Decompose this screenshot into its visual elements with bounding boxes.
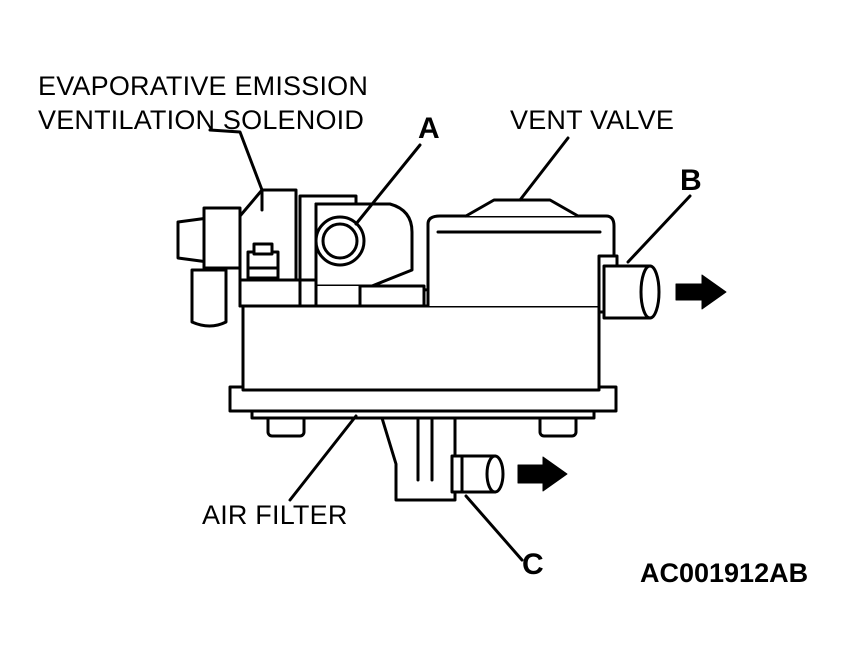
leader-a <box>354 143 422 226</box>
vent-valve-label: VENT VALVE <box>510 105 675 135</box>
port-c <box>380 416 505 502</box>
solenoid-label-line-2: VENTILATION SOLENOID <box>38 105 365 135</box>
leader-b <box>626 194 692 264</box>
leader-air-filter <box>288 414 358 502</box>
port-b <box>597 254 661 320</box>
housing-body <box>241 304 601 392</box>
label-b: B <box>680 164 702 197</box>
flow-arrow-c <box>517 456 568 492</box>
leader-vent-valve <box>518 136 570 202</box>
port-a <box>314 202 430 308</box>
flow-arrow-b <box>675 274 727 310</box>
air-filter-label: AIR FILTER <box>202 500 348 530</box>
leader-c <box>464 494 524 562</box>
label-a: A <box>418 112 440 145</box>
solenoid-assembly <box>176 188 358 328</box>
leader-solenoid <box>208 128 264 192</box>
label-c: C <box>522 548 544 581</box>
figure-code: AC001912AB <box>640 558 809 588</box>
bolt <box>246 250 280 280</box>
solenoid-label-line-1: EVAPORATIVE EMISSION <box>38 71 369 101</box>
vent-valve <box>426 198 616 308</box>
